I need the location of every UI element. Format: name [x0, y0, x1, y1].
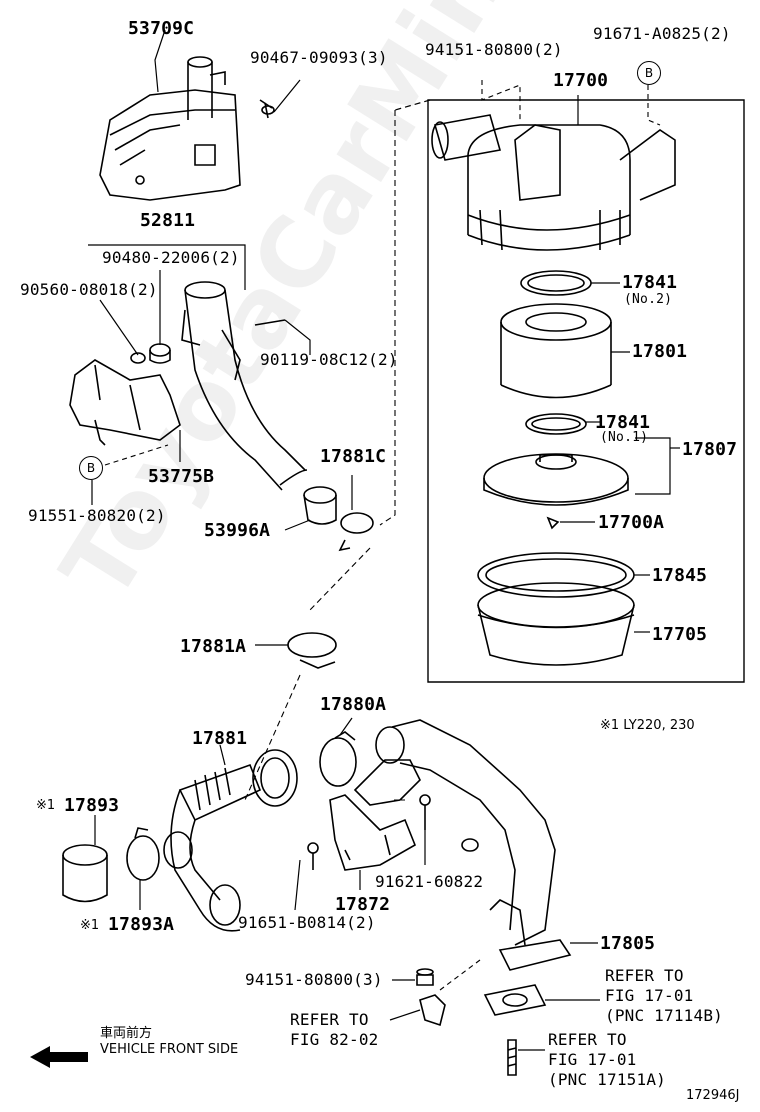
label-17841-no1-sub: (No.1) [600, 430, 649, 445]
label-91621: 91621-60822 [375, 872, 484, 891]
label-17881: 17881 [192, 728, 248, 749]
hose-17881-drawing [163, 749, 298, 932]
label-17705: 17705 [652, 624, 708, 645]
nut-94151-drawing [416, 968, 434, 986]
label-17700: 17700 [553, 70, 609, 91]
clamp-17881A-drawing [287, 632, 337, 669]
direction-en: VEHICLE FRONT SIDE [100, 1042, 239, 1057]
refer-1-line3: (PNC 17114B) [605, 1006, 723, 1025]
label-17841-no2-sub: (No.2) [624, 292, 673, 307]
clamp-17893A-drawing [126, 827, 160, 881]
stud-ref-drawing [507, 1039, 517, 1076]
label-90560: 90560-08018(2) [20, 280, 158, 299]
label-90467: 90467-09093(3) [250, 48, 388, 67]
bolt-90119-drawing [254, 319, 286, 326]
bolt-91651-drawing [307, 842, 319, 870]
clip-17700A-drawing [546, 516, 560, 530]
direction-jp: 車両前方 [100, 1026, 153, 1041]
label-17841-no2: 17841 [622, 272, 678, 293]
bushing-90560-drawing [130, 352, 146, 364]
badge-b-icon: B [79, 456, 103, 480]
filter-cap-17807-drawing [483, 453, 629, 506]
badge-b-icon: B [637, 61, 661, 85]
filter-element-17801-drawing [500, 303, 612, 399]
label-17700A: 17700A [598, 512, 665, 533]
label-17841-no1: 17841 [595, 412, 651, 433]
duct-52811-drawing [181, 281, 308, 491]
label-91551: 91551-80820(2) [28, 506, 166, 525]
label-17880A: 17880A [320, 694, 387, 715]
bracket-53775B-drawing [69, 359, 181, 446]
label-94151b: 94151-80800(3) [245, 970, 383, 989]
mark-17893: ※1 [36, 798, 56, 813]
label-17801: 17801 [632, 341, 688, 362]
label-17807: 17807 [682, 439, 738, 460]
refer-2-line1: REFER TO [290, 1010, 369, 1029]
mark-17893A: ※1 [80, 918, 100, 933]
bracket-17872-drawing [329, 794, 417, 871]
label-53709C: 53709C [128, 18, 195, 39]
label-94151a: 94151-80800(2) [425, 40, 563, 59]
label-17805: 17805 [600, 933, 656, 954]
label-90480: 90480-22006(2) [102, 248, 240, 267]
elbow-17805-drawing [353, 719, 572, 971]
refer-3-line3: (PNC 17151A) [548, 1070, 666, 1089]
bolt-91621-drawing [419, 794, 431, 830]
refer-1-line1: REFER TO [605, 966, 684, 985]
refer-1-line2: FIG 17-01 [605, 986, 694, 1005]
figure-id: 172946J [686, 1088, 740, 1103]
gasket-ref-drawing [483, 984, 547, 1016]
label-17893: 17893 [64, 795, 120, 816]
label-52811: 52811 [140, 210, 196, 231]
label-53775B: 53775B [148, 466, 215, 487]
label-91651: 91651-B0814(2) [238, 913, 376, 932]
air-cleaner-case-drawing [431, 114, 676, 251]
refer-2-line2: FIG 82-02 [290, 1030, 379, 1049]
label-53996A: 53996A [204, 520, 271, 541]
lower-case-17705-drawing [477, 582, 635, 666]
label-17872: 17872 [335, 894, 391, 915]
label-17881C: 17881C [320, 446, 387, 467]
label-90119: 90119-08C12(2) [260, 350, 398, 369]
label-91671: 91671-A0825(2) [593, 24, 731, 43]
refer-3-line1: REFER TO [548, 1030, 627, 1049]
footnote-models: ※1 LY220, 230 [600, 718, 695, 733]
collar-90480-drawing [149, 343, 171, 364]
label-17881A: 17881A [180, 636, 247, 657]
part-17893-drawing [62, 844, 108, 903]
refer-3-line2: FIG 17-01 [548, 1050, 637, 1069]
sleeve-53996A-drawing [303, 486, 337, 525]
label-17893A: 17893A [108, 914, 175, 935]
clamp-17880A-drawing [319, 731, 357, 787]
bolt-90467-drawing [259, 99, 275, 119]
label-17845: 17845 [652, 565, 708, 586]
shroud-53709C-drawing [99, 56, 241, 201]
vehicle-front-arrow-icon [30, 1046, 88, 1068]
clamp-17881C-drawing [338, 512, 374, 552]
